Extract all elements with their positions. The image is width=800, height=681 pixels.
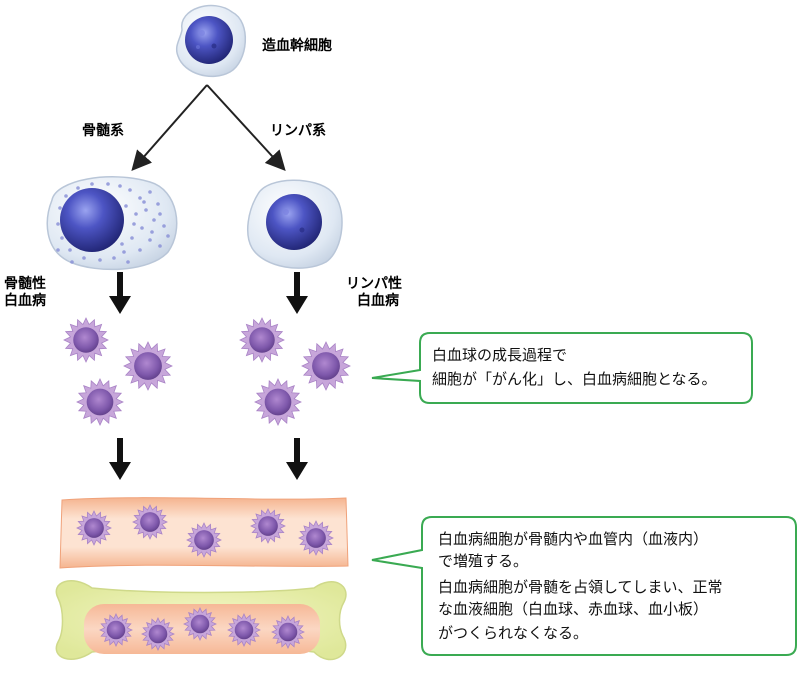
stem-cell-label: 造血幹細胞 xyxy=(262,37,332,54)
myeloid-leukemia-label-line1: 骨髄性 xyxy=(4,275,46,292)
down-arrow-icon xyxy=(109,272,131,314)
leukemia-cell-icon xyxy=(301,341,351,391)
granule-icon xyxy=(156,202,160,206)
leukemia-cell-icon xyxy=(186,522,222,558)
down-arrow-icon xyxy=(286,438,308,480)
granule-icon xyxy=(90,182,94,186)
leukemia-cell-icon xyxy=(76,510,112,546)
granule-icon xyxy=(162,224,166,228)
granule-icon xyxy=(56,222,60,226)
granule-icon xyxy=(124,204,128,208)
lymphoid-leukemia-label-line1: リンパ性 xyxy=(346,275,402,292)
top-callout: 白血球の成長過程で 細胞が「がん化」し、白血病細胞となる。 xyxy=(371,332,753,404)
top-callout-line2: 細胞が「がん化」し、白血病細胞となる。 xyxy=(432,370,717,388)
leukemia-cell-icon xyxy=(123,341,173,391)
lymphoid-leukemia-cell-cluster xyxy=(239,317,351,426)
leukemia-cell-icon xyxy=(239,317,285,363)
granule-icon xyxy=(68,248,72,252)
granule-icon xyxy=(148,190,152,194)
granule-icon xyxy=(158,244,162,248)
bone-marrow-leukemia-cells xyxy=(99,607,305,651)
granule-icon xyxy=(122,250,126,254)
granule-icon xyxy=(98,258,102,262)
granule-icon xyxy=(138,248,142,252)
granule-icon xyxy=(134,212,138,216)
leukemia-cell-icon xyxy=(183,607,217,641)
myeloid-leukemia-cell-cluster xyxy=(63,317,173,426)
granule-icon xyxy=(56,248,60,252)
lymphoid-branch-label: リンパ系 xyxy=(270,122,326,139)
granule-icon xyxy=(118,184,122,188)
granule-icon xyxy=(152,218,156,222)
lymphoid-cell-icon xyxy=(246,179,343,269)
granule-icon xyxy=(140,226,144,230)
granule-icon xyxy=(128,188,132,192)
granule-icon xyxy=(70,260,74,264)
granule-icon xyxy=(112,256,116,260)
stem-cell-icon xyxy=(175,4,246,78)
granule-icon xyxy=(144,208,148,212)
granule-icon xyxy=(150,230,154,234)
granule-icon xyxy=(132,222,136,226)
granule-icon xyxy=(158,212,162,216)
granule-icon xyxy=(126,260,130,264)
granule-icon xyxy=(76,186,80,190)
bottom-callout-line1: 白血病細胞が骨髄内や血管内（血液内） xyxy=(438,530,708,548)
granule-icon xyxy=(138,196,142,200)
down-arrow-icon xyxy=(109,438,131,480)
granule-icon xyxy=(166,234,170,238)
leukemia-cell-icon xyxy=(76,378,124,426)
leukemia-cell-icon xyxy=(250,508,286,544)
myeloid-leukemia-label-line2: 白血病 xyxy=(4,292,46,309)
granule-icon xyxy=(120,242,124,246)
bottom-callout: 白血病細胞が骨髄内や血管内（血液内） で増殖する。 白血病細胞が骨髄を占領してし… xyxy=(371,516,797,656)
bottom-callout-line3: 白血病細胞が骨髄を占領してしまい、正常 xyxy=(438,578,723,596)
top-callout-line1: 白血球の成長過程で xyxy=(432,346,567,364)
granule-icon xyxy=(58,206,62,210)
myeloid-branch-label: 骨髄系 xyxy=(82,122,124,139)
down-arrows xyxy=(109,272,308,480)
granule-icon xyxy=(142,200,146,204)
myeloid-cell-icon xyxy=(46,176,178,271)
granule-icon xyxy=(130,236,134,240)
leukemia-cell-icon xyxy=(141,617,175,651)
bottom-callout-line5: がつくられなくなる。 xyxy=(438,624,588,642)
granule-icon xyxy=(106,182,110,186)
leukemia-cell-icon xyxy=(132,504,168,540)
leukemia-cell-icon xyxy=(99,613,133,647)
lymphoid-leukemia-label-line2: 白血病 xyxy=(357,292,399,309)
granule-icon xyxy=(60,236,64,240)
down-arrow-icon xyxy=(286,272,308,314)
branch-arrows xyxy=(131,84,286,172)
leukemia-cell-icon xyxy=(227,613,261,647)
leukemia-cell-icon xyxy=(254,378,302,426)
granule-icon xyxy=(64,194,68,198)
bottom-callout-line2: で増殖する。 xyxy=(438,552,528,570)
leukemia-cell-icon xyxy=(271,615,305,649)
leukemia-cell-icon xyxy=(298,520,334,556)
bottom-callout-line4: な血液細胞（白血球、赤血球、血小板） xyxy=(438,600,708,618)
granule-icon xyxy=(148,238,152,242)
granule-icon xyxy=(82,256,86,260)
vessel-leukemia-cells xyxy=(76,504,334,558)
leukemia-cell-icon xyxy=(63,317,109,363)
